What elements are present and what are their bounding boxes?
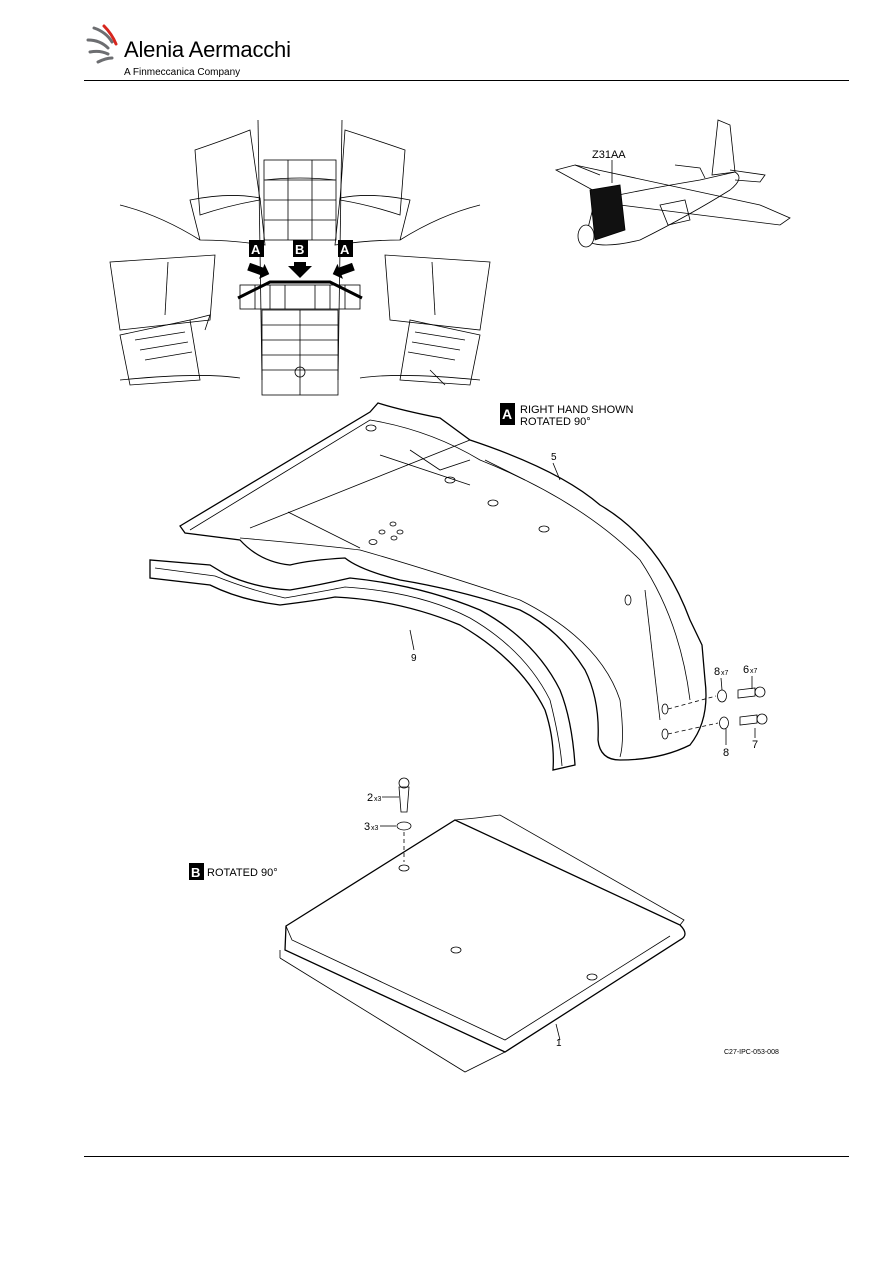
callout-qty-2: x3 bbox=[374, 796, 382, 803]
aircraft-view bbox=[554, 119, 791, 248]
callout-item-2: 2 bbox=[367, 792, 373, 804]
header-rule bbox=[84, 80, 849, 81]
marker-b: B bbox=[295, 242, 304, 257]
figure-id: C27-IPC-053-008 bbox=[724, 1049, 779, 1056]
callout-item-6: 6 bbox=[743, 664, 749, 676]
callout-item-7: 7 bbox=[752, 739, 758, 751]
callout-qty-3: x3 bbox=[371, 825, 379, 832]
footer-rule bbox=[84, 1156, 849, 1157]
zone-label: Z31AA bbox=[592, 149, 626, 161]
view-a-marker: A bbox=[502, 406, 512, 422]
callout-item-9: 9 bbox=[411, 653, 417, 664]
view-a-caption-line1: RIGHT HAND SHOWN bbox=[520, 404, 634, 416]
view-b-caption: ROTATED 90° bbox=[207, 867, 278, 879]
callout-qty-8-upper: x7 bbox=[721, 670, 729, 677]
view-b-marker: B bbox=[191, 865, 200, 880]
callout-item-8-upper: 8 bbox=[714, 666, 720, 678]
alenia-logo-icon bbox=[86, 24, 118, 64]
brand-name: Alenia Aermacchi bbox=[124, 37, 291, 62]
marker-a-right: A bbox=[340, 242, 350, 257]
brand-tagline: A Finmeccanica Company bbox=[124, 67, 241, 78]
callout-item-5: 5 bbox=[551, 452, 557, 463]
marker-a-left: A bbox=[251, 242, 261, 257]
view-a-caption-line2: ROTATED 90° bbox=[520, 416, 591, 428]
callout-item-1: 1 bbox=[556, 1038, 562, 1049]
cockpit-overview bbox=[109, 119, 491, 396]
callout-item-8-lower: 8 bbox=[723, 747, 729, 759]
callout-qty-6: x7 bbox=[750, 668, 758, 675]
callout-item-3: 3 bbox=[364, 821, 370, 833]
view-b-assembly bbox=[189, 403, 686, 1073]
view-markers bbox=[247, 240, 355, 279]
view-a-assembly bbox=[149, 402, 768, 771]
